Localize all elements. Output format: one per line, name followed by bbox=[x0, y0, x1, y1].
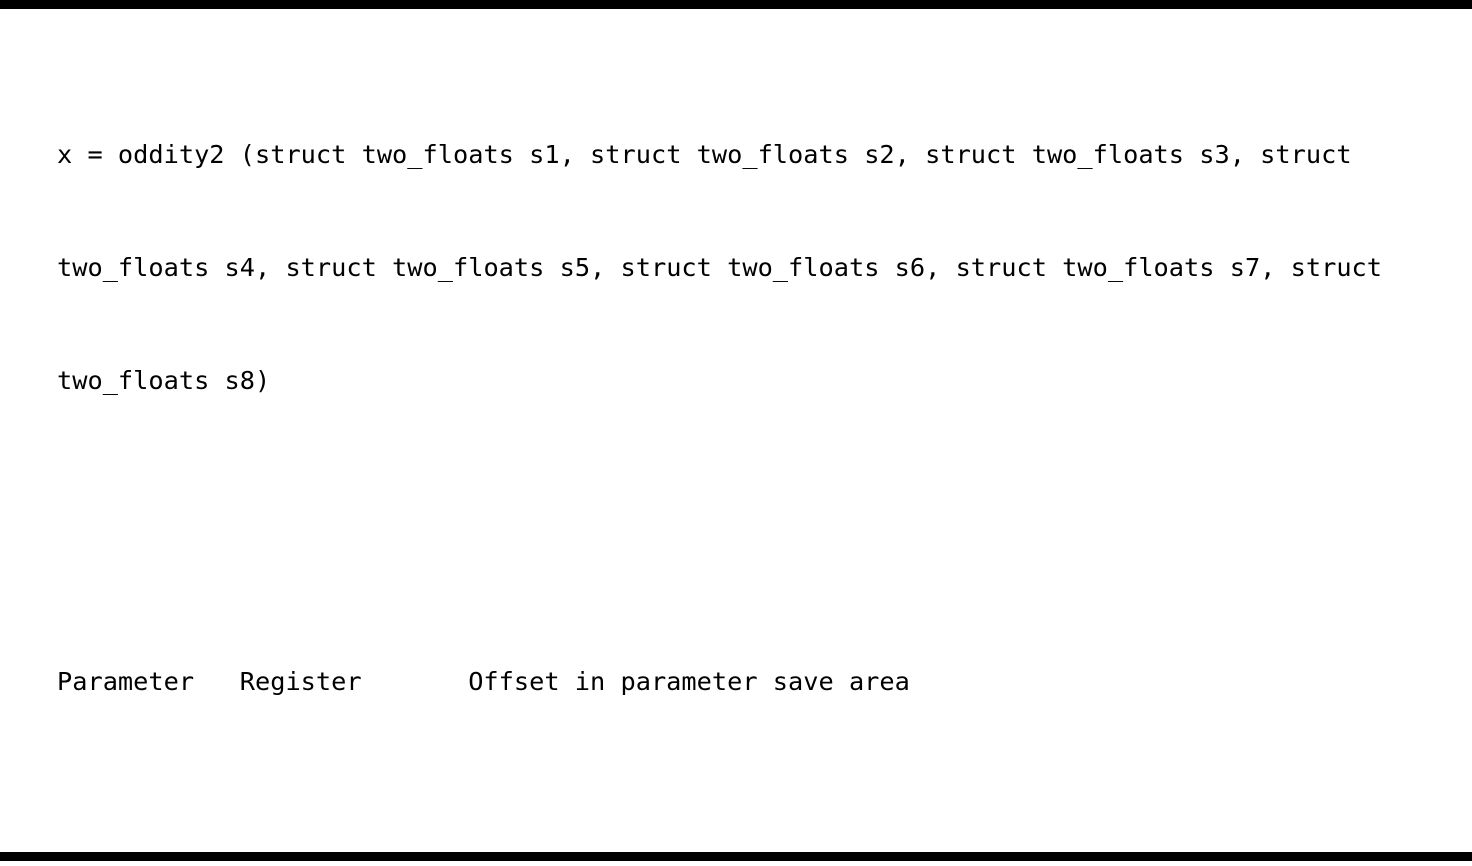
top-horizontal-rule bbox=[0, 0, 1472, 9]
blank-line bbox=[57, 513, 1382, 551]
table-header-offset: Offset in parameter save area bbox=[468, 667, 910, 697]
function-signature-line-1: x = oddity2 (struct two_floats s1, struc… bbox=[57, 139, 1352, 169]
bottom-horizontal-rule bbox=[0, 852, 1472, 861]
function-signature-line-2: two_floats s4, struct two_floats s5, str… bbox=[57, 252, 1383, 282]
code-example-block: x = oddity2 (struct two_floats s1, struc… bbox=[57, 23, 1382, 866]
function-signature-line-3: two_floats s8) bbox=[57, 365, 271, 395]
table-header-register: Register bbox=[239, 667, 362, 697]
table-header-parameter: Parameter bbox=[57, 667, 195, 697]
table-header-row: Parameter Register Offset in parameter sav… bbox=[57, 663, 1382, 701]
